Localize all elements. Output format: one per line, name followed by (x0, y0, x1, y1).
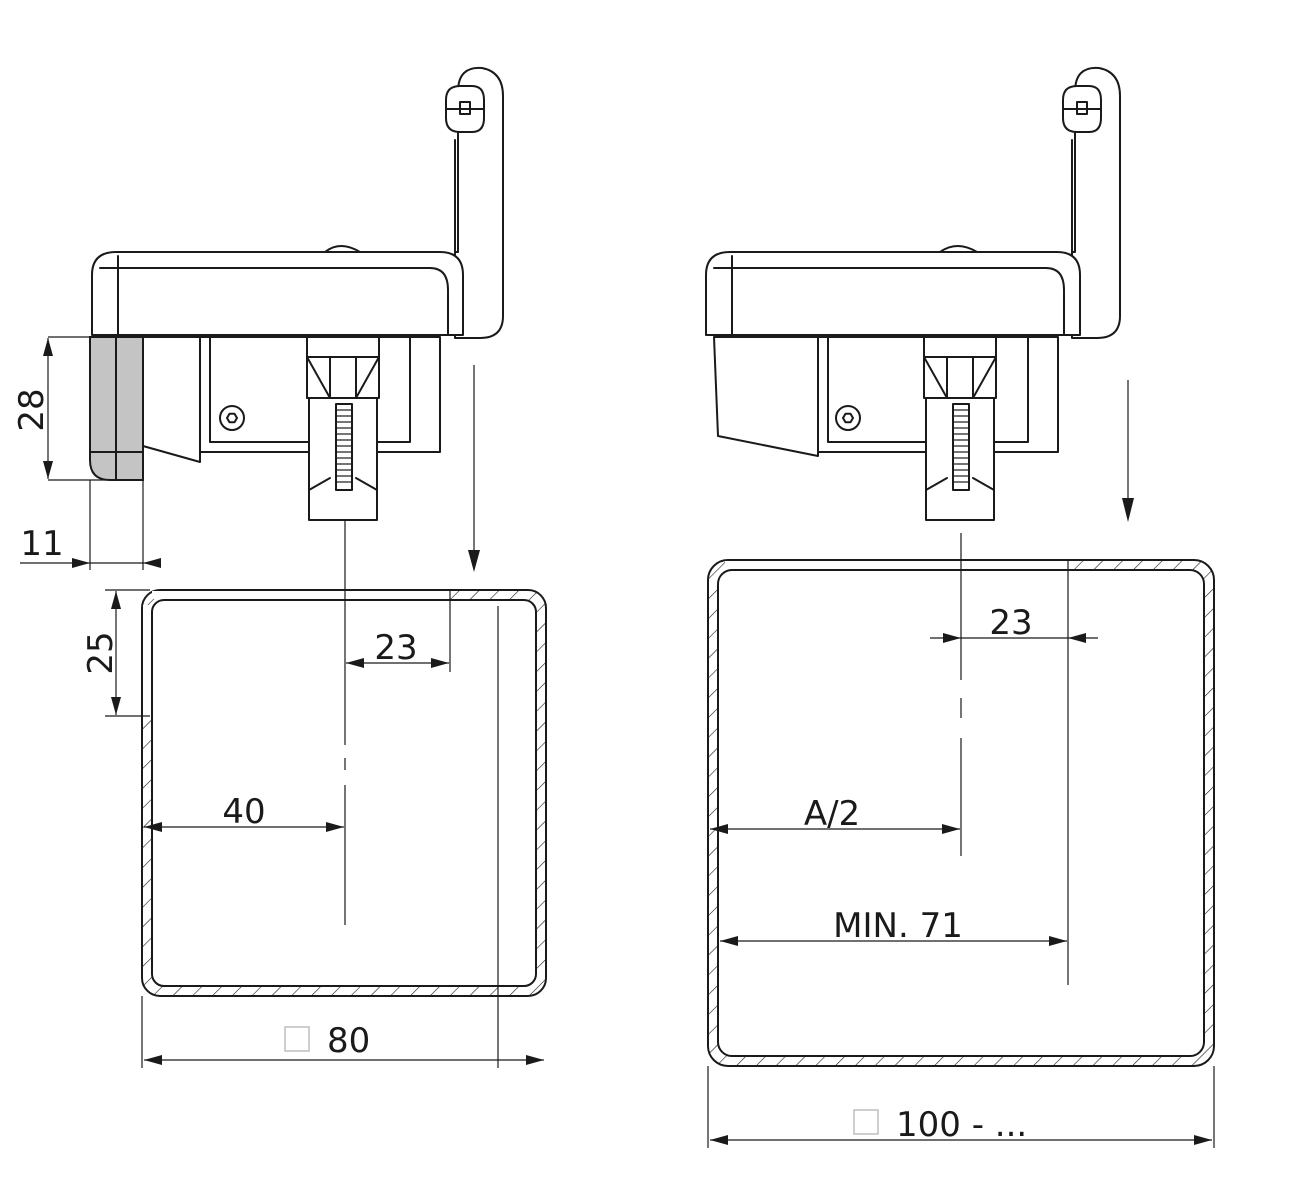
right-clamp-bolt (923, 336, 997, 521)
dim-min-71: MIN. 71 (720, 906, 1067, 946)
dim-11: 11 (20, 480, 161, 570)
dim-23-left-label: 23 (374, 628, 417, 668)
dim-a-half-label: A/2 (804, 794, 860, 834)
left-housing-cap (91, 251, 464, 336)
left-view: 28 11 25 23 (12, 66, 547, 1068)
right-bracket-arm (1071, 66, 1121, 339)
dim-80-label: 80 (327, 1021, 370, 1061)
dim-28: 28 (12, 336, 112, 481)
dim-23-right: 23 (930, 603, 1098, 643)
dim-min-71-label: MIN. 71 (833, 906, 963, 946)
dim-25-label: 25 (81, 631, 121, 674)
dim-23-left: 23 (346, 590, 451, 672)
right-square-symbol-icon (853, 1109, 879, 1135)
left-tube (141, 589, 547, 997)
right-bevel-plate (713, 336, 819, 457)
dim-100: 100 - ... (707, 1066, 1215, 1148)
left-bracket-nut (445, 85, 485, 133)
left-bracket-arm (454, 66, 504, 339)
dim-a-half: A/2 (710, 794, 960, 834)
left-bevel-plate (142, 336, 201, 463)
dim-40: 40 (144, 792, 344, 832)
right-housing-cap (705, 251, 1081, 336)
left-insert-arrow-icon (468, 365, 480, 572)
dim-11-label: 11 (20, 524, 63, 564)
left-square-symbol-icon (284, 1026, 310, 1052)
dim-40-label: 40 (222, 792, 265, 832)
right-hex-screw-icon (835, 405, 861, 431)
right-view: 23 A/2 MIN. 71 100 - ... (705, 66, 1215, 1148)
dim-28-label: 28 (12, 388, 52, 431)
dim-23-right-label: 23 (989, 603, 1032, 643)
dim-25: 25 (81, 589, 150, 717)
left-clamp-bolt (306, 336, 380, 521)
left-hex-screw-icon (219, 405, 245, 431)
dim-100-label: 100 - ... (896, 1105, 1027, 1145)
right-insert-arrow-icon (1122, 380, 1134, 522)
dim-80: 80 (141, 996, 544, 1068)
right-bracket-nut (1062, 85, 1102, 133)
